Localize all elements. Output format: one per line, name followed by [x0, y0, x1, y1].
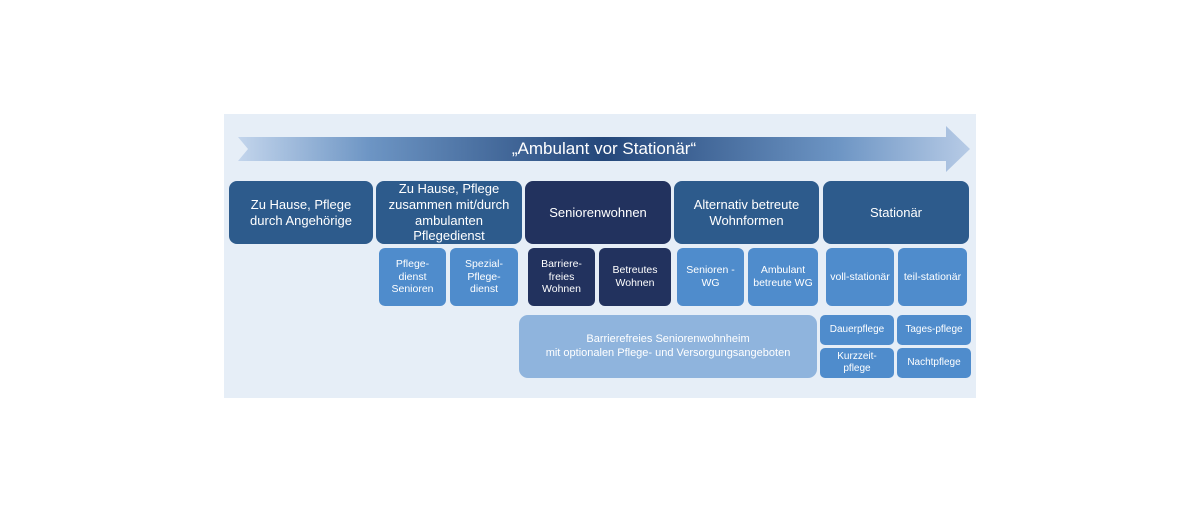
care-dauerpflege: Dauerpflege	[820, 315, 894, 345]
arrow-shape	[238, 126, 970, 172]
sub-senioren-wg: Senioren -WG	[677, 248, 744, 306]
seniorenwohnheim-line2: mit optionalen Pflege- und Versorgungsan…	[545, 346, 791, 359]
category-stationaer: Stationär	[823, 181, 969, 244]
sub-spezial-pflegedienst: Spezial-Pflege-dienst	[450, 248, 518, 306]
ambulant-vor-stationaer-arrow: „Ambulant vor Stationär“	[238, 126, 970, 172]
category-seniorenwohnen: Seniorenwohnen	[525, 181, 671, 244]
sub-pflegedienst-senioren: Pflege-dienst Senioren	[379, 248, 446, 306]
care-kurzzeitpflege: Kurzzeit-pflege	[820, 348, 894, 378]
sub-vollstationaer: voll-stationär	[826, 248, 894, 306]
sub-teilstationaer: teil-stationär	[898, 248, 967, 306]
category-zu-hause-pflegedienst: Zu Hause, Pflege zusammen mit/durch ambu…	[376, 181, 522, 244]
category-alternativ-betreute-wohnformen: Alternativ betreute Wohnformen	[674, 181, 819, 244]
seniorenwohnheim-box: Barrierefreies Seniorenwohnheim mit opti…	[519, 315, 817, 378]
care-nachtpflege: Nachtpflege	[897, 348, 971, 378]
sub-ambulant-betreute-wg: Ambulant betreute WG	[748, 248, 818, 306]
category-zu-hause-angehoerige: Zu Hause, Pflege durch Angehörige	[229, 181, 373, 244]
seniorenwohnheim-line1: Barrierefreies Seniorenwohnheim	[586, 333, 750, 346]
arrow-label: „Ambulant vor Stationär“	[511, 139, 697, 158]
sub-barrierefreies-wohnen: Barriere-freies Wohnen	[528, 248, 595, 306]
care-tagespflege: Tages-pflege	[897, 315, 971, 345]
sub-betreutes-wohnen: Betreutes Wohnen	[599, 248, 671, 306]
